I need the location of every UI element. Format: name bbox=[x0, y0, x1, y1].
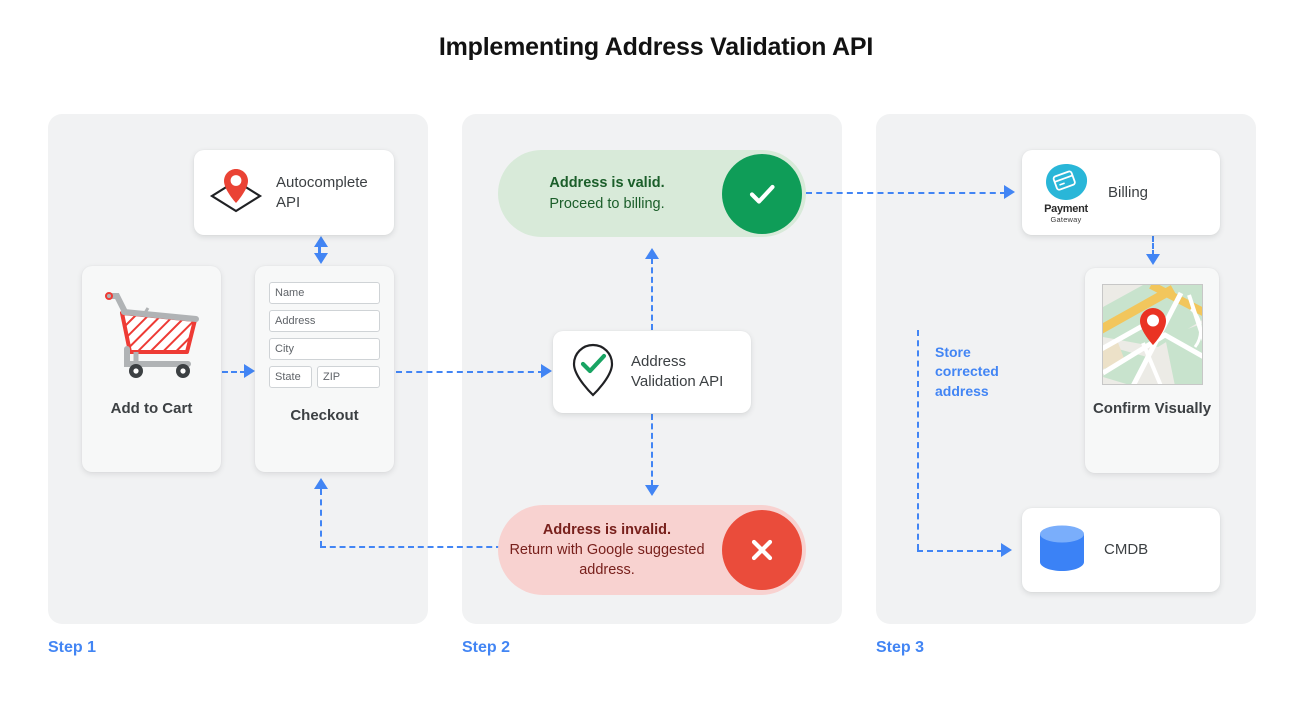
arrow-cart-to-checkout bbox=[244, 364, 255, 378]
add-to-cart-label: Add to Cart bbox=[110, 400, 193, 417]
billing-label: Billing bbox=[1108, 183, 1149, 201]
checkout-card[interactable]: Name Address City State ZIP Checkout bbox=[255, 266, 394, 472]
arrow-store-to-cmdb bbox=[1001, 543, 1012, 557]
address-field[interactable]: Address bbox=[269, 310, 380, 332]
address-valid-text: Address is valid. Proceed to billing. bbox=[498, 173, 722, 214]
map-thumbnail-icon bbox=[1101, 284, 1203, 385]
add-to-cart-card[interactable]: Add to Cart bbox=[82, 266, 221, 472]
name-field[interactable]: Name bbox=[269, 282, 380, 304]
connector-autocomplete-checkout bbox=[317, 245, 321, 253]
connector-valid-to-billing bbox=[806, 192, 1006, 194]
cmdb-label: CMDB bbox=[1104, 541, 1149, 559]
arrow-billing-to-confirm bbox=[1146, 254, 1160, 265]
address-validation-api-label: Address Validation API bbox=[631, 353, 724, 390]
address-invalid-banner: Address is invalid. Return with Google s… bbox=[498, 505, 806, 595]
check-icon bbox=[722, 153, 802, 234]
payment-gateway-sub: Gateway bbox=[1050, 214, 1082, 224]
state-zip-row: State ZIP bbox=[269, 366, 380, 394]
step-1-label: Step 1 bbox=[48, 639, 97, 656]
close-icon bbox=[722, 510, 802, 590]
pin-check-icon bbox=[567, 341, 619, 404]
connector-checkout-to-validation bbox=[396, 371, 544, 373]
billing-card[interactable]: Payment Gateway Billing bbox=[1022, 150, 1220, 235]
connector-store-to-cmdb bbox=[917, 550, 1003, 552]
step-2-label: Step 2 bbox=[462, 639, 511, 656]
address-invalid-subline: Return with Google suggested address. bbox=[509, 541, 705, 579]
autocomplete-api-card[interactable]: Autocomplete API bbox=[194, 150, 394, 235]
connector-invalid-to-checkout bbox=[320, 546, 502, 548]
cmdb-card[interactable]: CMDB bbox=[1022, 508, 1220, 592]
connector-invalid-riser bbox=[320, 489, 322, 547]
map-pin-diamond-icon bbox=[208, 165, 264, 220]
page-title: Implementing Address Validation API bbox=[438, 33, 874, 61]
arrow-validation-to-valid bbox=[645, 248, 659, 259]
step-3-label: Step 3 bbox=[876, 639, 925, 656]
connector-cart-to-checkout bbox=[222, 371, 246, 373]
address-invalid-headline: Address is invalid. bbox=[542, 521, 672, 538]
address-validation-api-card[interactable]: Address Validation API bbox=[553, 331, 751, 413]
connector-billing-to-confirm bbox=[1152, 236, 1154, 256]
address-invalid-text: Address is invalid. Return with Google s… bbox=[498, 520, 722, 581]
arrow-validation-to-invalid bbox=[645, 485, 659, 496]
checkout-label: Checkout bbox=[290, 407, 359, 424]
database-icon bbox=[1034, 522, 1090, 579]
connector-store-riser bbox=[917, 330, 919, 550]
arrow-invalid-to-checkout bbox=[314, 478, 328, 489]
state-field[interactable]: State bbox=[269, 366, 312, 388]
payment-gateway-logo: Payment Gateway bbox=[1034, 162, 1098, 224]
shopping-cart-icon bbox=[100, 286, 204, 385]
arrow-down-checkout bbox=[314, 253, 328, 264]
address-valid-banner: Address is valid. Proceed to billing. bbox=[498, 150, 806, 237]
address-valid-headline: Address is valid. bbox=[549, 175, 665, 192]
zip-field[interactable]: ZIP bbox=[317, 366, 380, 388]
arrow-valid-to-billing bbox=[1004, 185, 1015, 199]
address-valid-subline: Proceed to billing. bbox=[549, 195, 665, 212]
payment-gateway-name: Payment bbox=[1044, 202, 1088, 215]
arrow-up-autocomplete bbox=[314, 236, 328, 247]
store-corrected-address-note: Store corrected address bbox=[935, 344, 999, 399]
connector-validation-to-valid bbox=[651, 258, 653, 330]
arrow-checkout-to-validation bbox=[541, 364, 552, 378]
city-field[interactable]: City bbox=[269, 338, 380, 360]
autocomplete-api-label: Autocomplete API bbox=[276, 173, 368, 211]
confirm-visually-label: Confirm Visually bbox=[1092, 400, 1212, 417]
connector-validation-to-invalid bbox=[651, 414, 653, 486]
confirm-visually-card[interactable]: Confirm Visually bbox=[1085, 268, 1219, 473]
